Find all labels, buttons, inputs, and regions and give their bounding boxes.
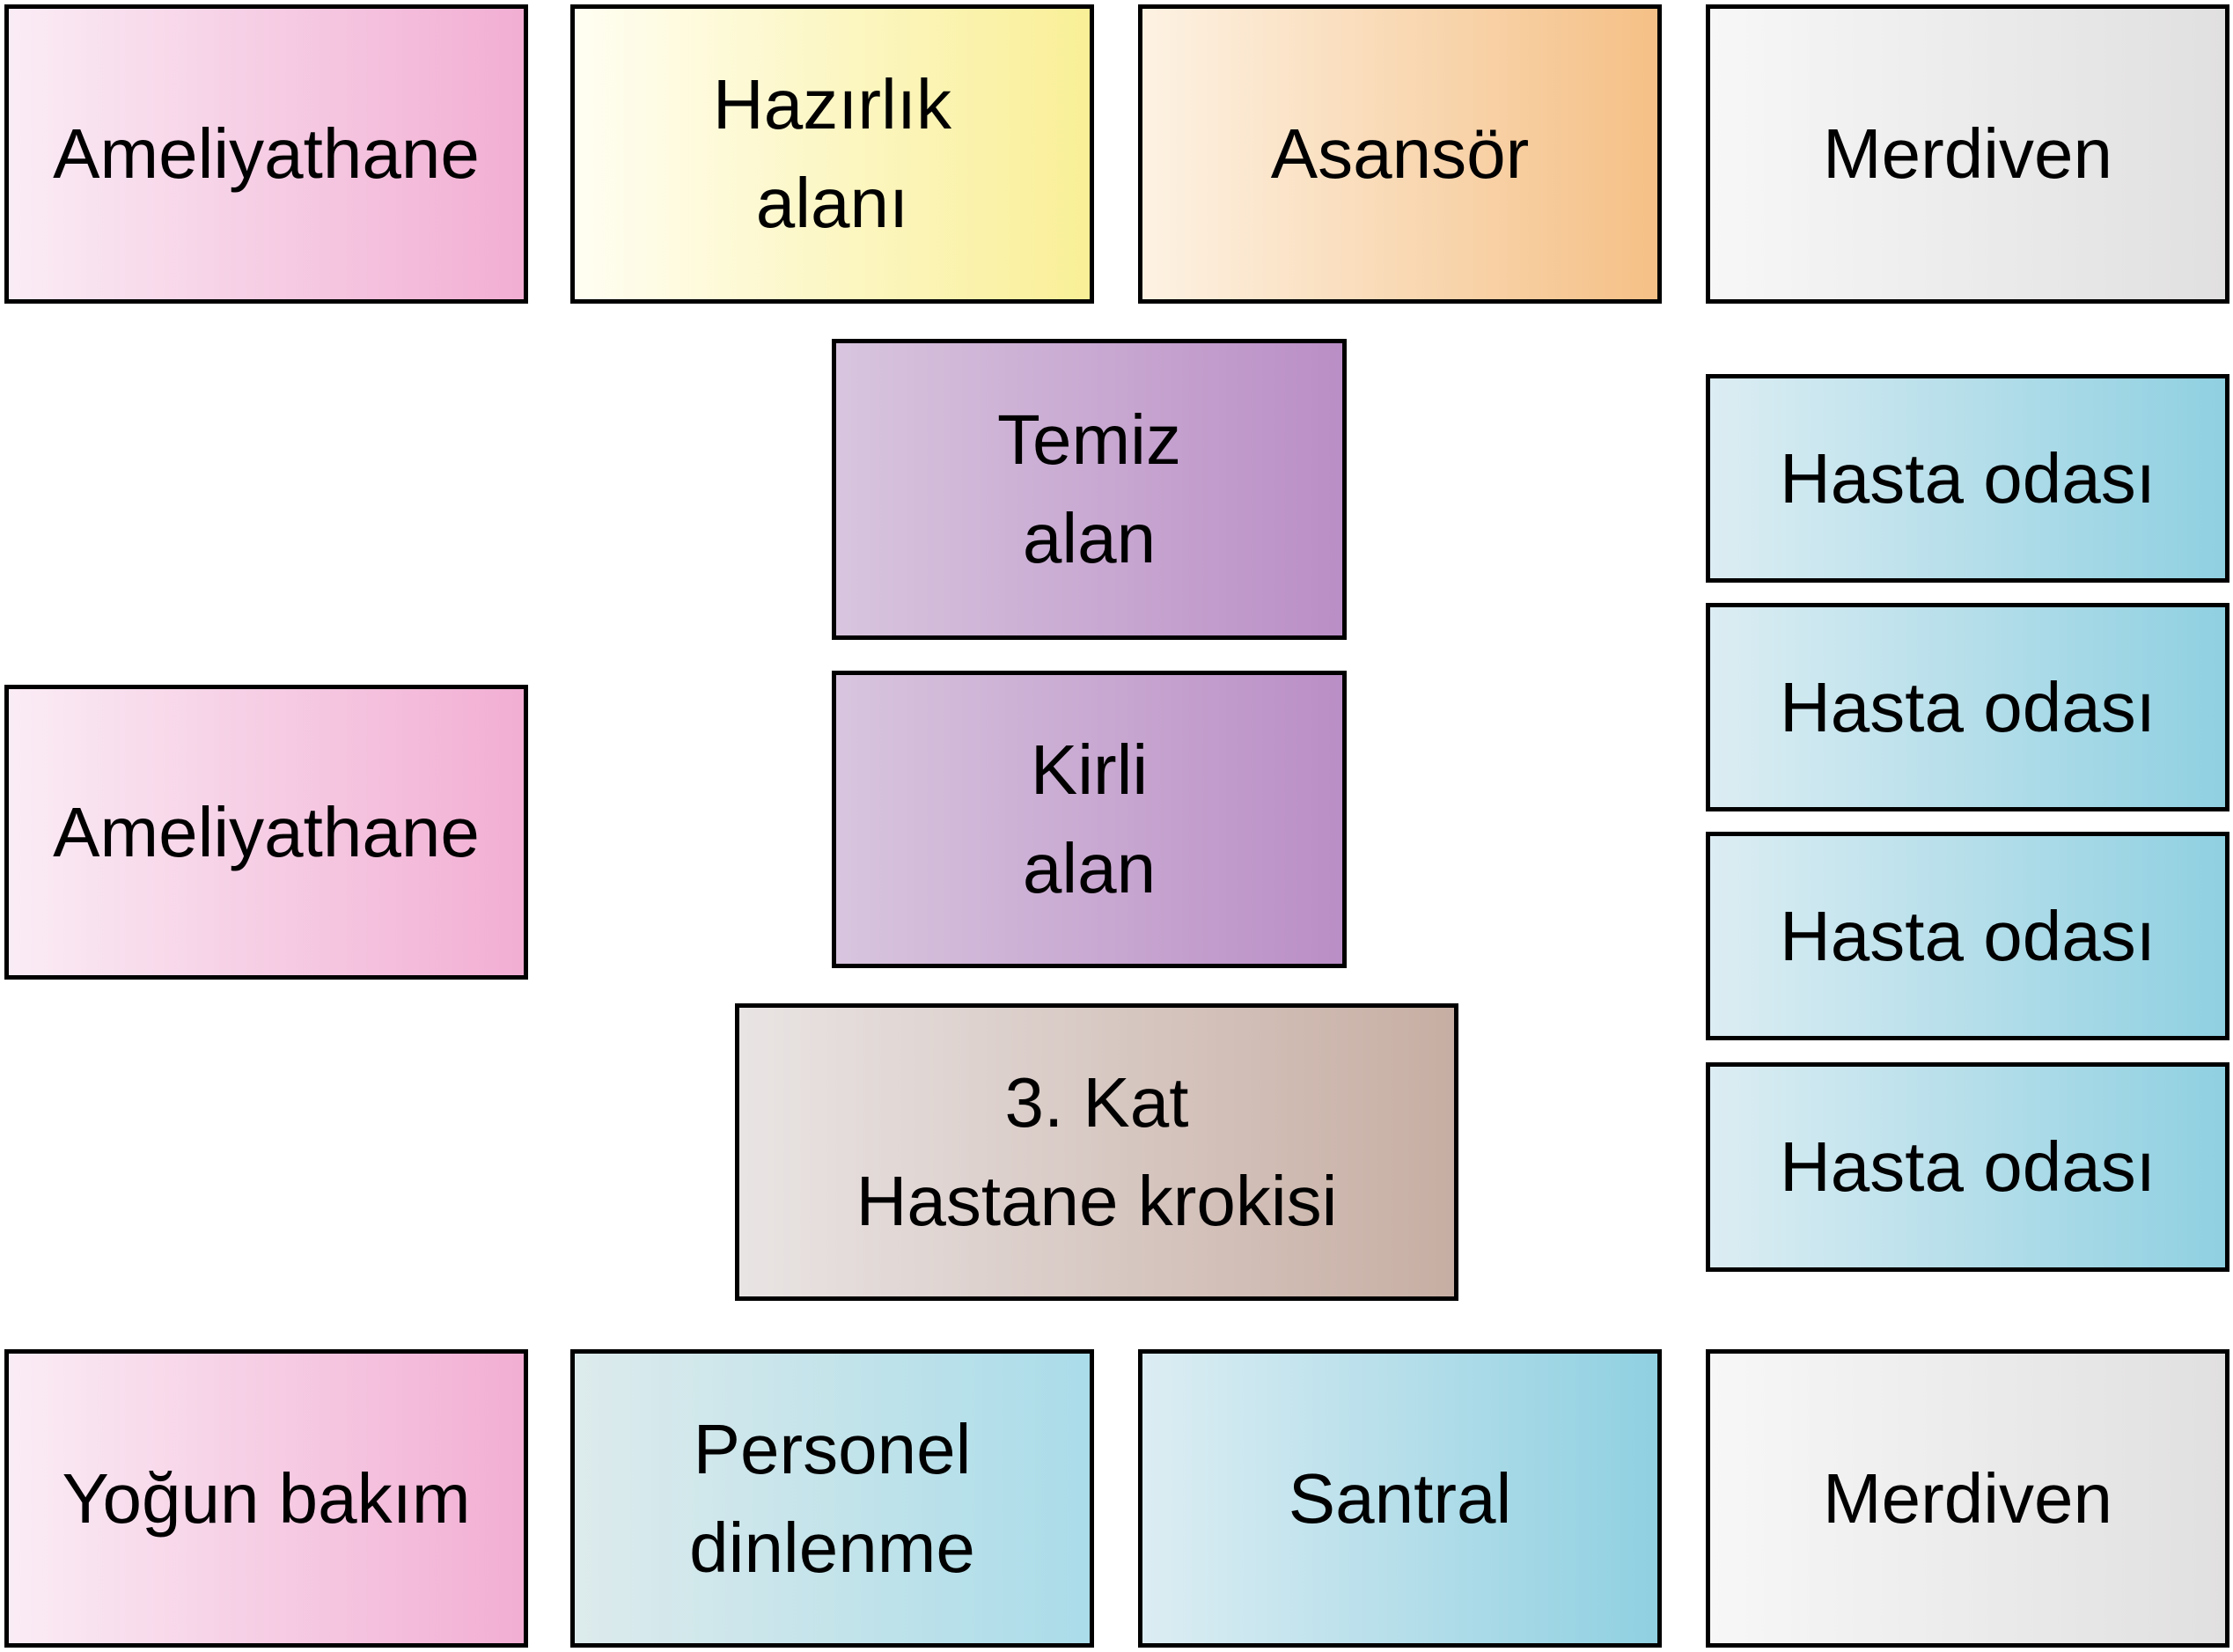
room-box-hasta-odasi-3: Hasta odası xyxy=(1706,832,2229,1040)
room-label: Hasta odası xyxy=(1780,1127,2156,1206)
room-label: Ameliyathane xyxy=(53,114,480,193)
room-box-merdiven-bottom: Merdiven xyxy=(1706,1349,2229,1648)
room-label: Kirli alan xyxy=(1022,731,1157,907)
room-box-kirli-alan: Kirli alan xyxy=(832,671,1347,968)
room-label: Hasta odası xyxy=(1780,896,2156,975)
room-label: Hazırlık alanı xyxy=(712,65,952,242)
diagram-title: 3. Kat Hastane krokisi xyxy=(856,1063,1338,1240)
room-box-temiz-alan: Temiz alan xyxy=(832,339,1347,640)
room-box-hasta-odasi-4: Hasta odası xyxy=(1706,1062,2229,1272)
room-box-hasta-odasi-2: Hasta odası xyxy=(1706,603,2229,811)
room-label: Merdiven xyxy=(1822,1458,2113,1538)
room-label: Yoğun bakım xyxy=(62,1458,471,1538)
room-box-hazirlik-alani: Hazırlık alanı xyxy=(570,4,1094,304)
room-label: Personel dinlenme xyxy=(689,1409,975,1587)
room-box-ameliyathane-top: Ameliyathane xyxy=(4,4,528,304)
room-label: Temiz alan xyxy=(997,400,1181,577)
room-box-asansor: Asansör xyxy=(1138,4,1662,304)
room-label: Hasta odası xyxy=(1780,667,2156,746)
room-label: Asansör xyxy=(1270,114,1530,193)
room-box-hasta-odasi-1: Hasta odası xyxy=(1706,374,2229,583)
room-box-ameliyathane-left: Ameliyathane xyxy=(4,685,528,980)
room-label: Santral xyxy=(1288,1458,1512,1538)
diagram-title-box: 3. Kat Hastane krokisi xyxy=(735,1003,1458,1301)
room-box-santral: Santral xyxy=(1138,1349,1662,1648)
room-box-yogun-bakim: Yoğun bakım xyxy=(4,1349,528,1648)
room-box-personel-dinlenme: Personel dinlenme xyxy=(570,1349,1094,1648)
room-label: Ameliyathane xyxy=(53,792,480,871)
room-box-merdiven-top: Merdiven xyxy=(1706,4,2229,304)
room-label: Hasta odası xyxy=(1780,438,2156,518)
room-label: Merdiven xyxy=(1822,114,2113,193)
